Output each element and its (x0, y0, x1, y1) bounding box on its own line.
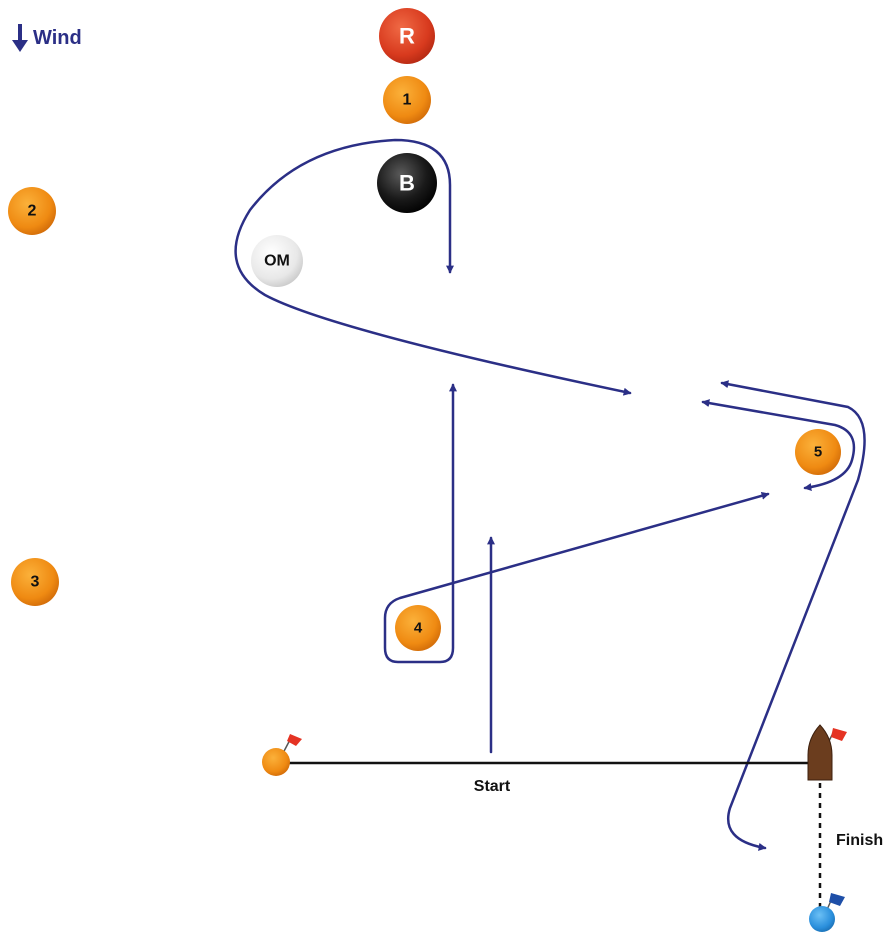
start-line-group: Start (262, 724, 847, 795)
mark-5: 5 (795, 429, 841, 475)
mark-2: 2 (8, 187, 56, 235)
mark-2-label: 2 (28, 203, 37, 220)
arrow-down-icon (12, 24, 28, 52)
mark-OM: OM (251, 235, 303, 287)
finish-pin-mark (809, 893, 845, 932)
boat-icon (807, 724, 833, 781)
mark-OM-label: OM (264, 253, 290, 270)
mark-B: B (377, 153, 437, 213)
finish-label: Finish (836, 832, 883, 849)
committee-boat (807, 724, 847, 781)
mark-4: 4 (395, 605, 441, 651)
mark-R: R (379, 8, 435, 64)
flag-icon (287, 734, 302, 746)
course-leg-mark5-loop (701, 399, 856, 492)
mark-3: 3 (11, 558, 59, 606)
mark-1: 1 (383, 76, 431, 124)
start-label: Start (474, 778, 511, 795)
mark-B-label: B (399, 171, 415, 196)
mark-1-label: 1 (403, 92, 412, 109)
mark-R-label: R (399, 24, 415, 49)
course-path (234, 138, 866, 851)
flag-icon (831, 728, 847, 741)
mark-4-label: 4 (414, 620, 423, 637)
wind-indicator: Wind (12, 24, 82, 52)
course-leg-top-loop (234, 138, 632, 396)
start-pin-mark (262, 734, 302, 776)
finish-line-group: Finish (809, 783, 883, 932)
mark-3-label: 3 (31, 574, 40, 591)
wind-label: Wind (33, 27, 82, 49)
mark-5-label: 5 (814, 444, 822, 461)
course-leg-mark4-loop (383, 383, 770, 664)
flag-icon (829, 893, 845, 906)
course-leg-finish (720, 380, 866, 851)
